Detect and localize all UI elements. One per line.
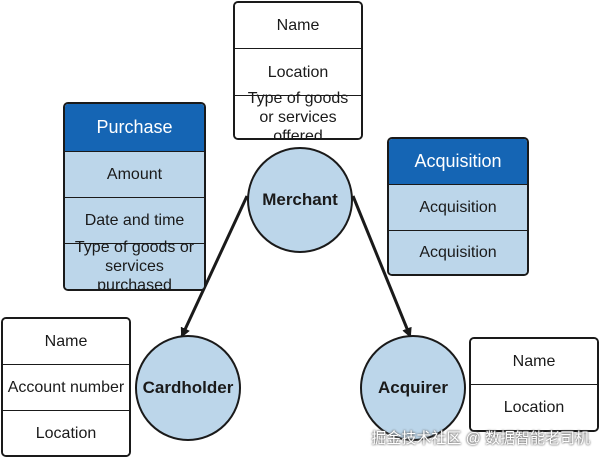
arrow-merchant-to-cardholder	[180, 195, 249, 338]
purchase-table: Purchase Amount Date and time Type of go…	[63, 102, 206, 291]
purchase-attr-goods: Type of goods or services purchased	[65, 239, 204, 289]
acquirer-node: Acquirer	[360, 335, 466, 441]
purchase-attr-amount: Amount	[65, 152, 204, 198]
acquirer-attr-name: Name	[471, 339, 597, 385]
merchant-attributes-table: Name Location Type of goods or services …	[233, 1, 363, 140]
cardholder-attr-location: Location	[3, 411, 129, 455]
merchant-attr-location: Location	[235, 49, 361, 96]
cardholder-node: Cardholder	[135, 335, 241, 441]
merchant-attr-goods: Type of goods or services offered	[235, 90, 361, 138]
watermark-text: 掘金技术社区 @ 数据智能老司机	[371, 430, 590, 447]
purchase-attr-datetime: Date and time	[65, 198, 204, 244]
cardholder-attributes-table: Name Account number Location	[1, 317, 131, 457]
cardholder-attr-name: Name	[3, 319, 129, 365]
acquisition-attr-1: Acquisition	[389, 185, 527, 231]
merchant-attr-name: Name	[235, 3, 361, 49]
acquisition-table: Acquisition Acquisition Acquisition	[387, 137, 529, 276]
acquirer-attributes-table: Name Location	[469, 337, 599, 432]
arrow-merchant-to-acquirer	[351, 195, 412, 338]
purchase-header: Purchase	[65, 104, 204, 152]
acquisition-header: Acquisition	[389, 139, 527, 185]
acquisition-attr-2: Acquisition	[389, 231, 527, 274]
merchant-node: Merchant	[247, 147, 353, 253]
cardholder-attr-account: Account number	[3, 365, 129, 411]
acquirer-attr-location: Location	[471, 385, 597, 430]
